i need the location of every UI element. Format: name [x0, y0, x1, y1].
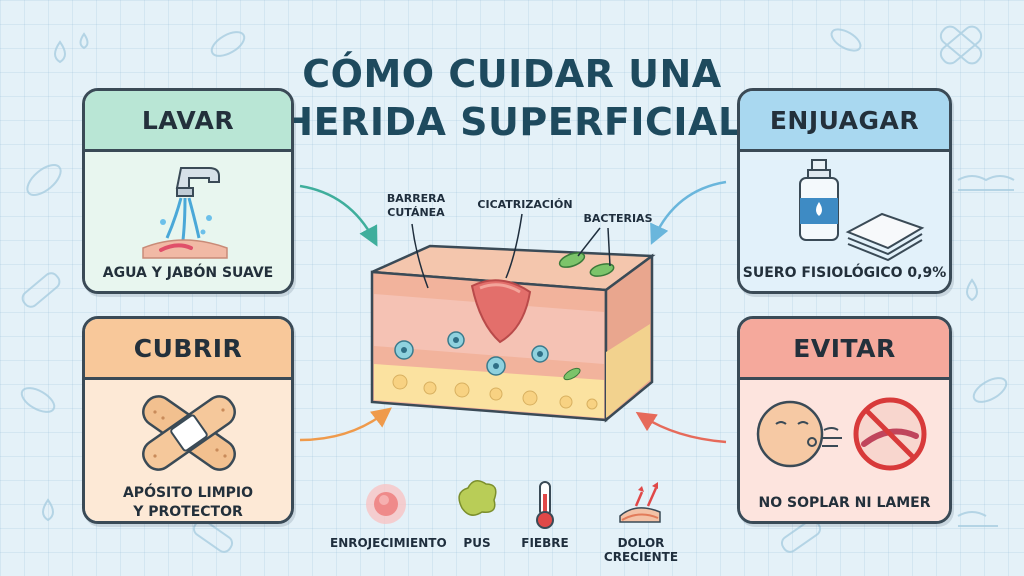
warning-sign-redness: ENROJECIMIENTO — [330, 536, 447, 550]
bacteria-icon — [20, 387, 56, 413]
page-title: CÓMO CUIDAR UNA HERIDA SUPERFICIAL — [281, 52, 743, 144]
bacteria-icon — [563, 367, 581, 381]
arrow-cubrir — [299, 407, 392, 442]
thermometer-icon — [536, 481, 554, 529]
card-evitar-heading: EVITAR — [740, 319, 949, 380]
skin-cross-section — [370, 244, 656, 423]
bacteria-icon — [830, 28, 862, 52]
card-lavar: LAVAR AGUA Y JABÓN SUAVE — [82, 88, 294, 294]
bandage-icon — [939, 25, 983, 65]
card-enjuagar: ENJUAGAR SUERO FISIOLÓGICO 0,9% — [737, 88, 952, 294]
bacteria-icon — [972, 377, 1008, 403]
prohibited-icon — [853, 397, 927, 471]
warning-sign-pus: PUS — [463, 536, 491, 550]
bacteria-label: BACTERIAS — [583, 212, 653, 225]
card-lavar-heading: LAVAR — [85, 91, 291, 152]
bacteria-icon — [210, 31, 246, 57]
pain-icon — [619, 482, 661, 523]
skin-layer-icon — [957, 511, 998, 527]
card-lavar-caption: AGUA Y JABÓN SUAVE — [102, 265, 274, 281]
faucet-icon — [142, 167, 228, 259]
bandage-icon — [21, 272, 61, 308]
blowing-face-icon — [756, 400, 842, 468]
bandage-icon — [939, 25, 983, 65]
card-evitar: EVITAR NO SOPLAR NI LAMER — [737, 316, 952, 524]
card-enjuagar-caption: SUERO FISIOLÓGICO 0,9% — [742, 265, 947, 281]
arrow-lavar — [299, 184, 378, 247]
droplet-icon — [54, 40, 66, 64]
saline-bottle-icon — [799, 159, 839, 241]
bacteria-icon — [589, 263, 615, 277]
bacteria-icon — [26, 164, 62, 196]
card-evitar-caption: NO SOPLAR NI LAMER — [758, 495, 931, 511]
redness-icon — [366, 484, 406, 524]
arrow-enjuagar — [650, 180, 727, 245]
warning-sign-pain: DOLOR CRECIENTE — [603, 536, 679, 564]
droplet-icon — [966, 278, 978, 302]
card-cubrir: CUBRIR APÓSITO LIMPIO Y PROTECTOR — [82, 316, 294, 524]
droplet-icon — [42, 498, 54, 522]
bacteria-icon — [558, 252, 586, 268]
arrow-evitar — [635, 411, 727, 444]
pus-icon — [458, 480, 497, 516]
warning-sign-fever: FIEBRE — [521, 536, 569, 550]
gauze-icon — [845, 212, 925, 262]
droplet-icon — [79, 32, 89, 50]
card-enjuagar-heading: ENJUAGAR — [740, 91, 949, 152]
card-cubrir-caption: APÓSITO LIMPIO Y PROTECTOR — [122, 485, 254, 520]
card-cubrir-heading: CUBRIR — [85, 319, 291, 380]
skin-layer-icon — [957, 175, 1015, 191]
barrier-label: BARRERA CUTÁNEA — [386, 192, 446, 219]
crossed-bandage-icon — [142, 395, 236, 471]
healing-label: CICATRIZACIÓN — [477, 198, 573, 211]
